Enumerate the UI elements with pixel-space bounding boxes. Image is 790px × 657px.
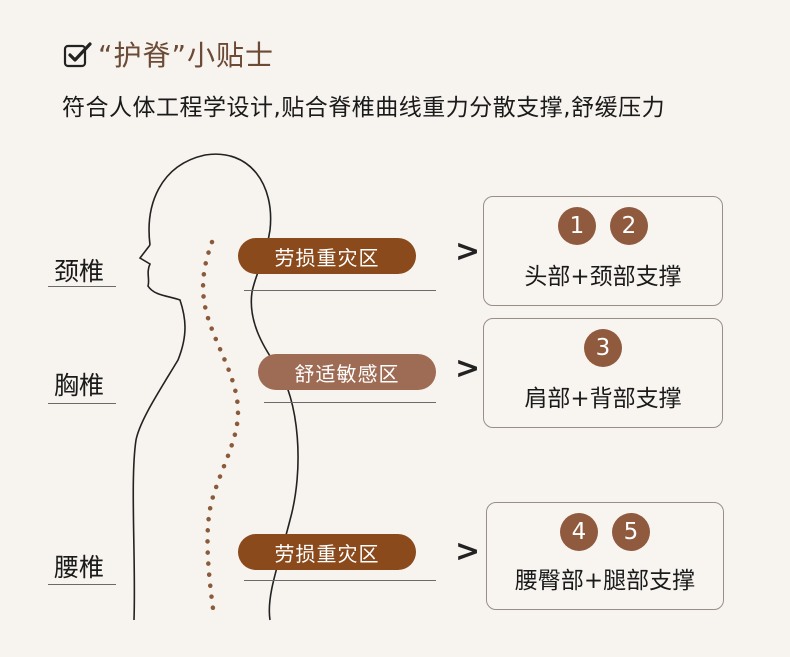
number-badge: 1 <box>558 207 596 245</box>
title-row: “护脊”小贴士 <box>62 34 274 74</box>
page-subtitle: 符合人体工程学设计,贴合脊椎曲线重力分散支撑,舒缓压力 <box>62 95 666 121</box>
support-card-waist-leg: 4 5 腰臀部+腿部支撑 <box>486 502 724 610</box>
badge-group: 4 5 <box>487 513 723 551</box>
support-card-head-neck: 1 2 头部+颈部支撑 <box>483 196 723 306</box>
number-badge: 2 <box>610 207 648 245</box>
label-thoracic: 胸椎 <box>54 371 105 400</box>
page-title: “护脊”小贴士 <box>98 39 275 72</box>
badge-group: 3 <box>484 329 722 367</box>
arrow-cervical: > <box>455 234 481 269</box>
zone-pill-cervical: 劳损重灾区 <box>238 238 416 274</box>
number-badge: 4 <box>560 513 598 551</box>
arrow-lumbar: > <box>455 534 481 569</box>
label-cervical-underline <box>48 286 116 287</box>
zone-thoracic-underline <box>264 402 436 403</box>
checkbox-check-icon <box>63 42 92 68</box>
label-thoracic-underline <box>48 403 116 404</box>
arrow-thoracic: > <box>455 351 481 386</box>
label-cervical: 颈椎 <box>54 257 105 286</box>
label-lumbar-underline <box>48 584 116 585</box>
label-lumbar: 腰椎 <box>54 553 105 582</box>
zone-pill-lumbar: 劳损重灾区 <box>238 534 416 570</box>
card-text: 肩部+背部支撑 <box>524 386 682 412</box>
card-text: 头部+颈部支撑 <box>524 264 682 290</box>
card-text: 腰臀部+腿部支撑 <box>514 568 696 594</box>
zone-cervical-underline <box>244 290 436 291</box>
support-card-shoulder-back: 3 肩部+背部支撑 <box>483 318 723 428</box>
number-badge: 3 <box>584 329 622 367</box>
zone-lumbar-underline <box>244 580 436 581</box>
zone-pill-thoracic: 舒适敏感区 <box>258 354 436 390</box>
badge-group: 1 2 <box>484 207 722 245</box>
number-badge: 5 <box>612 513 650 551</box>
